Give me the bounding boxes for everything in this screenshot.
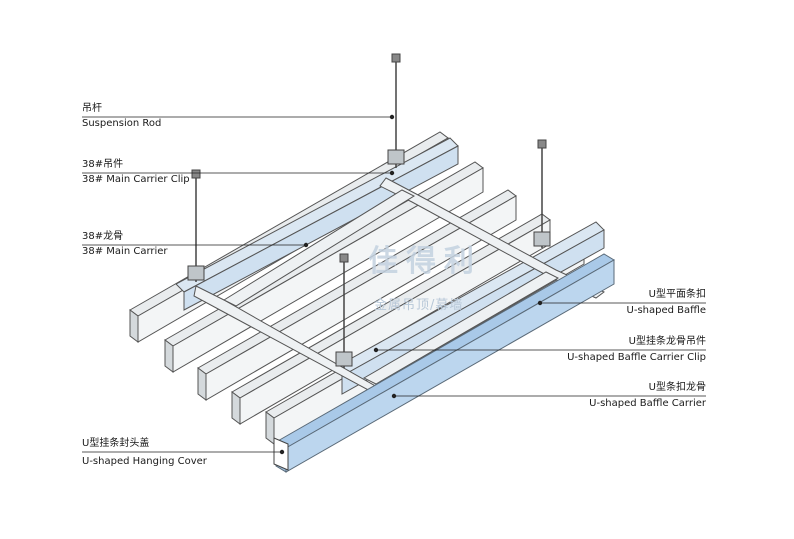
- label-bcarrier-cn: U型条扣龙骨: [648, 382, 706, 393]
- label-bcarrier-en: U-shaped Baffle Carrier: [589, 398, 706, 409]
- watermark-subtitle: 金属吊顶/幕墙: [374, 298, 464, 313]
- cross-carrier: [222, 189, 416, 307]
- baffle-strip-side: [197, 367, 207, 401]
- label-baffle-cn: U型平面条扣: [648, 289, 706, 300]
- label-bclip-en: U-shaped Baffle Carrier Clip: [567, 352, 706, 363]
- label-rod-en: Suspension Rod: [82, 118, 162, 129]
- label-clip-en: 38# Main Carrier Clip: [82, 174, 190, 185]
- label-baffle-en: U-shaped Baffle: [626, 305, 706, 316]
- label-cover-cn: U型挂条封头盖: [82, 438, 150, 449]
- label-carrier-cn: 38#龙骨: [82, 231, 124, 242]
- label-rod-cn: 吊杆: [82, 103, 102, 114]
- hanging-cover: [273, 437, 289, 471]
- rod-clips: [187, 53, 551, 367]
- label-clip-cn: 38#吊件: [82, 159, 124, 170]
- label-carrier-en: 38# Main Carrier: [82, 246, 168, 257]
- baffle-strip-side: [129, 309, 139, 343]
- baffle-strip-side: [231, 391, 241, 425]
- baffle-strip-side: [164, 339, 174, 373]
- cross-carrier: [362, 271, 560, 385]
- cross-carrier: [379, 177, 605, 299]
- watermark-logo: 佳得利: [368, 244, 482, 279]
- label-bclip-cn: U型挂条龙骨吊件: [628, 336, 706, 347]
- baffle-strip-side: [265, 411, 275, 445]
- leader-lines: [82, 114, 706, 455]
- baffle-strip-face: [205, 195, 517, 401]
- cross-carriers: [193, 177, 605, 407]
- label-cover-en: U-shaped Hanging Cover: [82, 456, 207, 467]
